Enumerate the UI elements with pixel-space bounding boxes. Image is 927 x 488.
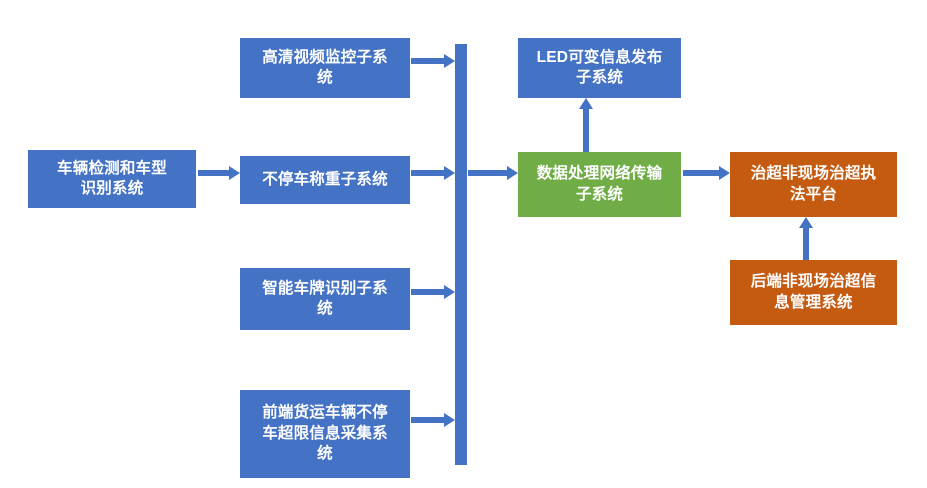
arrow-up-icon <box>579 98 593 152</box>
arrow-head <box>579 98 593 109</box>
arrow-right-icon <box>683 166 730 180</box>
arrow-right-icon <box>198 166 240 180</box>
arrow-head <box>507 166 518 180</box>
arrow-shaft <box>468 170 507 176</box>
arrow-head <box>799 217 813 228</box>
arrow-up-icon <box>799 217 813 260</box>
arrow-shaft <box>411 417 444 423</box>
arrow-shaft <box>411 58 444 64</box>
arrow-shaft <box>583 109 589 152</box>
arrow-shaft <box>198 170 229 176</box>
arrow-shaft <box>411 170 444 176</box>
connector-bus-bar <box>455 44 467 465</box>
node-vehicle-detection[interactable]: 车辆检测和车型 识别系统 <box>28 150 196 208</box>
arrow-head <box>444 166 455 180</box>
arrow-shaft <box>683 170 719 176</box>
node-led-variable-message[interactable]: LED可变信息发布 子系统 <box>518 38 681 98</box>
node-data-processing-transmission[interactable]: 数据处理网络传输 子系统 <box>518 152 681 217</box>
arrow-head <box>719 166 730 180</box>
arrow-right-icon <box>411 285 455 299</box>
node-hd-video-surveillance[interactable]: 高清视频监控子系 统 <box>240 38 410 98</box>
node-front-end-overload-collection[interactable]: 前端货运车辆不停 车超限信息采集系 统 <box>240 390 410 478</box>
node-overload-enforcement-platform[interactable]: 治超非现场治超执 法平台 <box>730 152 897 217</box>
arrow-right-icon <box>411 54 455 68</box>
node-license-plate-recognition[interactable]: 智能车牌识别子系 统 <box>240 268 410 330</box>
arrow-shaft <box>803 228 809 260</box>
arrow-head <box>444 285 455 299</box>
arrow-head <box>444 413 455 427</box>
arrow-right-icon <box>411 413 455 427</box>
node-weigh-in-motion[interactable]: 不停车称重子系统 <box>240 156 410 204</box>
arrow-head <box>444 54 455 68</box>
arrow-head <box>229 166 240 180</box>
arrow-shaft <box>411 289 444 295</box>
node-backend-info-management[interactable]: 后端非现场治超信 息管理系统 <box>730 260 897 325</box>
arrow-right-icon <box>468 166 518 180</box>
arrow-right-icon <box>411 166 455 180</box>
